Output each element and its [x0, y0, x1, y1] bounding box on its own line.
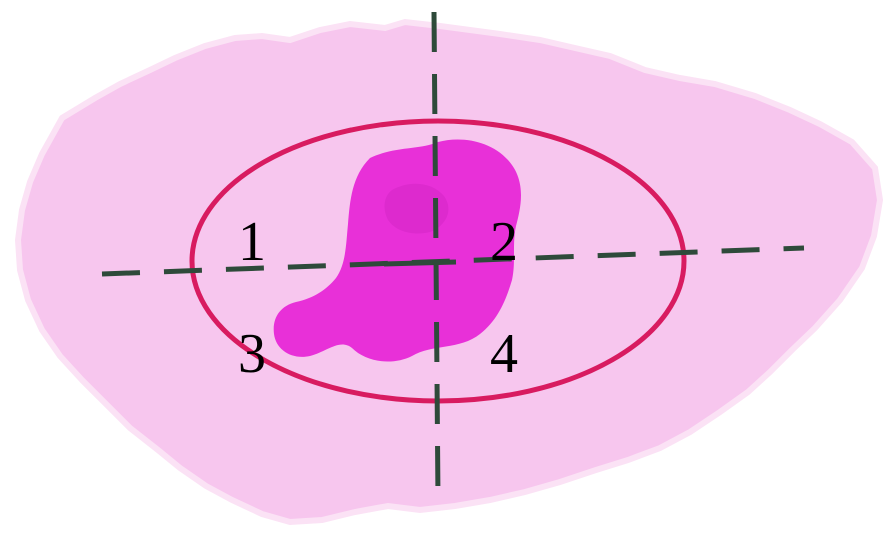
quadrant-label-2: 2 [490, 211, 518, 273]
quadrant-label-1: 1 [238, 211, 266, 273]
quadrant-label-3: 3 [238, 323, 266, 385]
center-mark [384, 262, 456, 264]
quadrant-label-4: 4 [490, 323, 518, 385]
lesion-dark-patch [385, 184, 449, 234]
